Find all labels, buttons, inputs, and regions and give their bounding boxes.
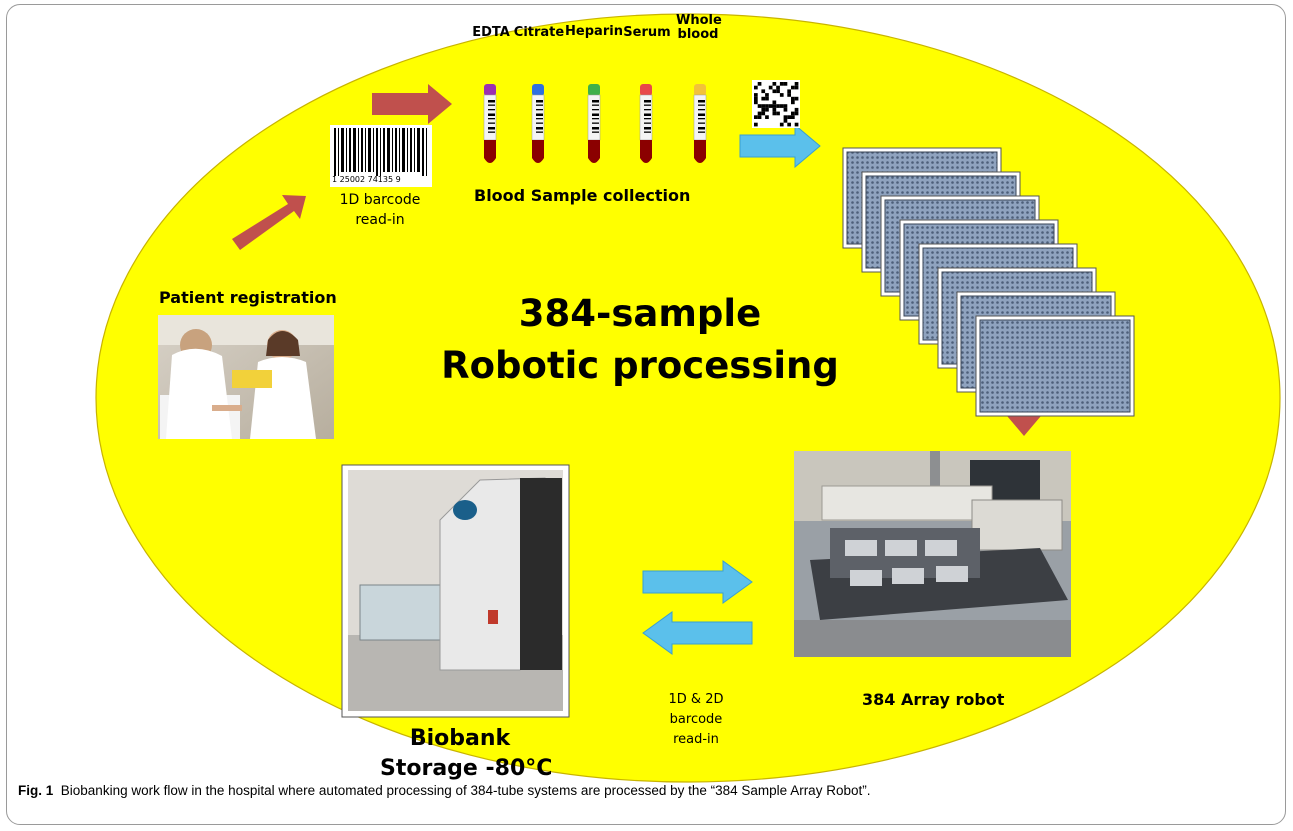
- tube-label-citrate: Citrate: [513, 25, 565, 40]
- patient-registration-label: Patient registration: [159, 288, 337, 307]
- blood-collection-label: Blood Sample collection: [474, 186, 691, 205]
- caption-text: Biobanking work flow in the hospital whe…: [60, 783, 871, 798]
- barcode-1d-label: 1D barcode read-in: [330, 190, 430, 230]
- blood-tube: [587, 84, 601, 163]
- patient-registration-photo: [158, 315, 334, 439]
- blood-tube: [639, 84, 653, 163]
- barcode-2d-label: 1D & 2D barcode read-in: [656, 690, 736, 750]
- barcode-2d-label-line2: barcode: [669, 712, 723, 727]
- center-title: 384-sample Robotic processing: [430, 288, 850, 392]
- center-title-line1: 384-sample: [518, 292, 762, 335]
- well-plate: [975, 315, 1135, 417]
- barcode-2d-label-line3: read-in: [673, 732, 719, 747]
- arrow-biobank-to-robot: [642, 560, 753, 604]
- caption-prefix: Fig. 1: [18, 783, 54, 798]
- array-robot-photo: [794, 451, 1071, 657]
- biobank-label-line2: Storage -80°C: [380, 756, 553, 781]
- biobank-label-line1: Biobank: [409, 726, 511, 751]
- arrow-robot-to-biobank: [642, 611, 753, 655]
- arrow-registration-to-barcode: [232, 195, 306, 250]
- barcode-2d-image: [752, 80, 800, 128]
- tube-label-whole-blood: Whole blood: [676, 13, 722, 42]
- barcode-1d-image: [330, 125, 432, 187]
- figure-caption: Fig. 1 Biobanking work flow in the hospi…: [18, 783, 870, 798]
- blood-tube: [693, 84, 707, 163]
- plate-stack: [842, 147, 1135, 417]
- barcode-1d-label-line2: read-in: [355, 212, 405, 228]
- tube-label-edta: EDTA: [472, 25, 510, 40]
- arrow-barcode-to-tubes: [372, 84, 452, 124]
- figure-frame: [6, 4, 1286, 825]
- array-robot-label: 384 Array robot: [862, 690, 1005, 709]
- barcode-2d-label-line1: 1D & 2D: [668, 692, 724, 707]
- blood-tube: [483, 84, 497, 163]
- blood-tube: [531, 84, 545, 163]
- biobank-label: Biobank Storage -80°C: [380, 724, 553, 784]
- tube-label-serum: Serum: [623, 25, 671, 40]
- barcode-1d-label-line1: 1D barcode: [339, 192, 421, 208]
- center-title-line2: Robotic processing: [441, 344, 839, 387]
- biobank-photo: [341, 464, 570, 718]
- tube-label-heparin: Heparin: [565, 24, 623, 39]
- barcode-1d-digits: 1 25002 74135 9: [332, 175, 401, 184]
- blood-tubes: [483, 84, 707, 163]
- arrow-tubes-to-plates: [739, 123, 821, 169]
